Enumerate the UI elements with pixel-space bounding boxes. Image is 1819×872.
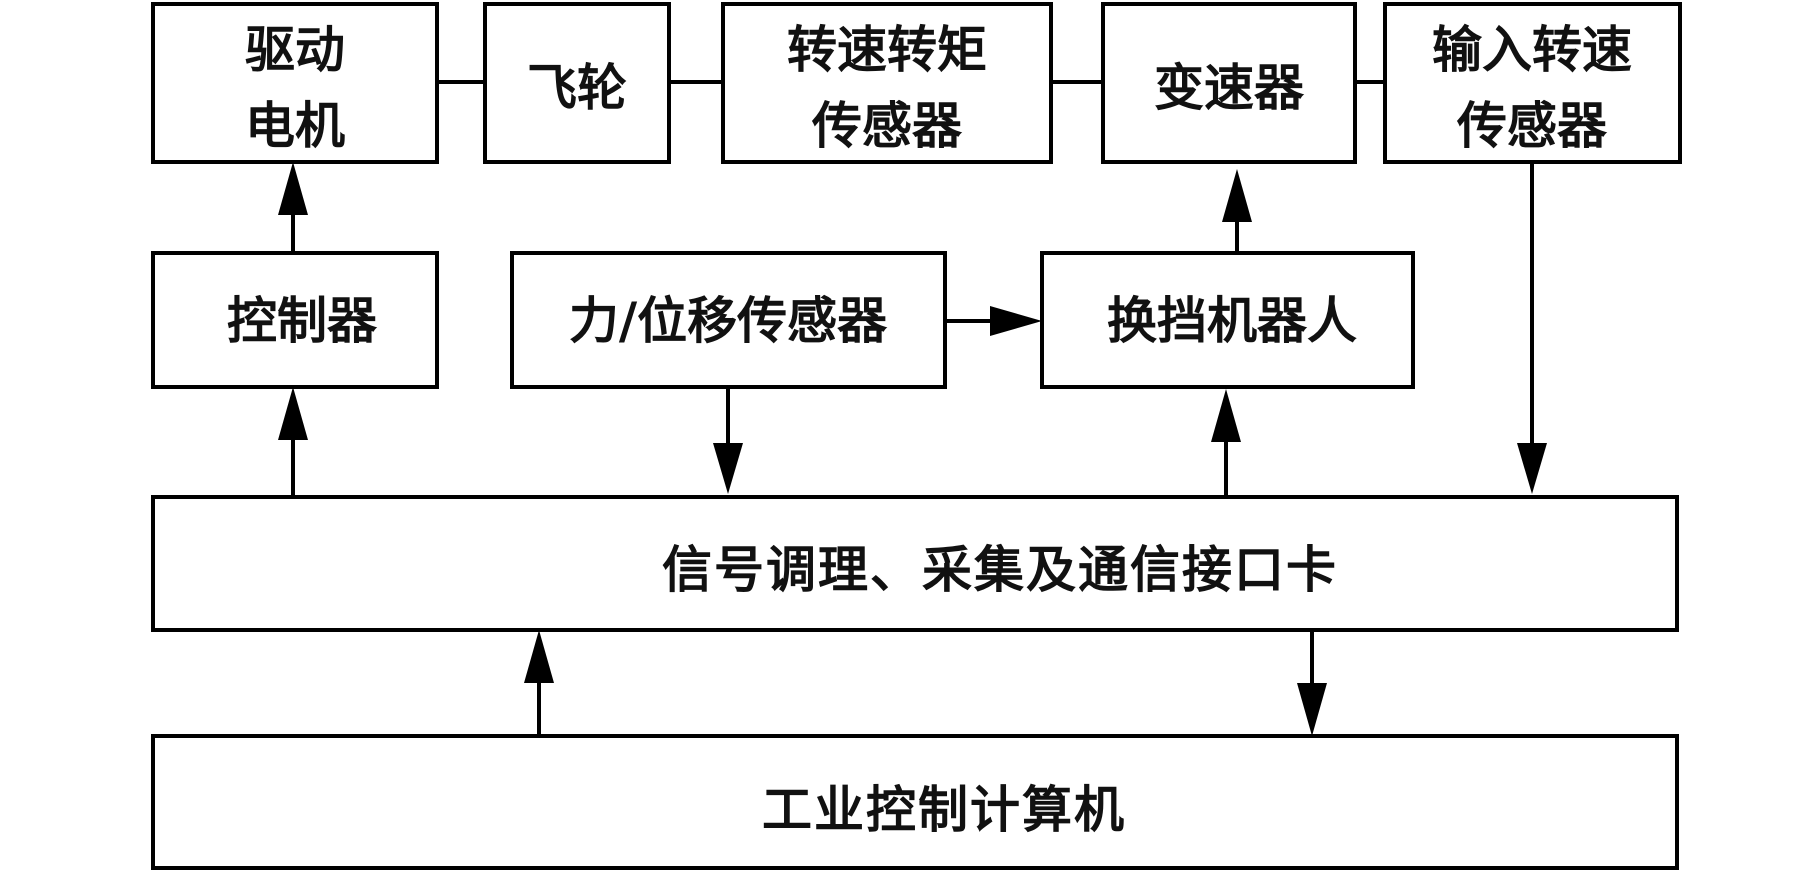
arrow-shift-robot-transmission <box>1222 169 1252 222</box>
node-speed-torque-sensor: 转速转矩 传感器 <box>721 2 1053 164</box>
node-shift-robot: 换挡机器人 <box>1040 251 1415 389</box>
node-signal-card-label: 信号调理、采集及通信接口卡 <box>662 541 1338 599</box>
node-input-speed-sensor-line-2: 传感器 <box>1456 97 1608 155</box>
node-transmission-label: 变速器 <box>1154 59 1305 117</box>
node-controller: 控制器 <box>151 251 439 389</box>
node-speed-torque-sensor-line-1: 转速转矩 <box>787 21 987 79</box>
connectors <box>278 80 1547 736</box>
node-shift-robot-label: 换挡机器人 <box>1107 292 1357 350</box>
node-drive-motor-line-2: 电机 <box>245 97 345 155</box>
node-flywheel-label: 飞轮 <box>527 59 627 117</box>
arrow-force-sensor-shift-robot <box>990 306 1042 336</box>
arrow-signal-card-computer <box>1297 683 1327 736</box>
node-input-speed-sensor: 输入转速 传感器 <box>1383 2 1682 164</box>
node-drive-motor: 驱动 电机 <box>151 2 439 164</box>
arrow-signal-card-controller <box>278 387 308 440</box>
node-speed-torque-sensor-line-2: 传感器 <box>811 97 963 155</box>
node-drive-motor-line-1: 驱动 <box>245 21 345 79</box>
node-input-speed-sensor-line-1: 输入转速 <box>1432 21 1632 79</box>
arrow-computer-signal-card <box>524 630 554 683</box>
arrow-signal-card-shift-robot <box>1211 389 1241 442</box>
node-industrial-computer-label: 工业控制计算机 <box>762 781 1126 839</box>
node-force-displacement-sensor: 力/位移传感器 <box>510 251 947 389</box>
node-signal-card: 信号调理、采集及通信接口卡 <box>151 495 1679 632</box>
node-industrial-computer: 工业控制计算机 <box>151 734 1679 870</box>
arrow-force-sensor-signal-card <box>713 443 743 494</box>
node-flywheel: 飞轮 <box>483 2 671 164</box>
arrow-controller-drive-motor <box>278 162 308 215</box>
node-force-displacement-sensor-label: 力/位移传感器 <box>569 292 888 350</box>
arrow-input-speed-sensor-signal-card <box>1517 443 1547 494</box>
node-controller-label: 控制器 <box>227 292 378 350</box>
node-transmission: 变速器 <box>1101 2 1357 164</box>
